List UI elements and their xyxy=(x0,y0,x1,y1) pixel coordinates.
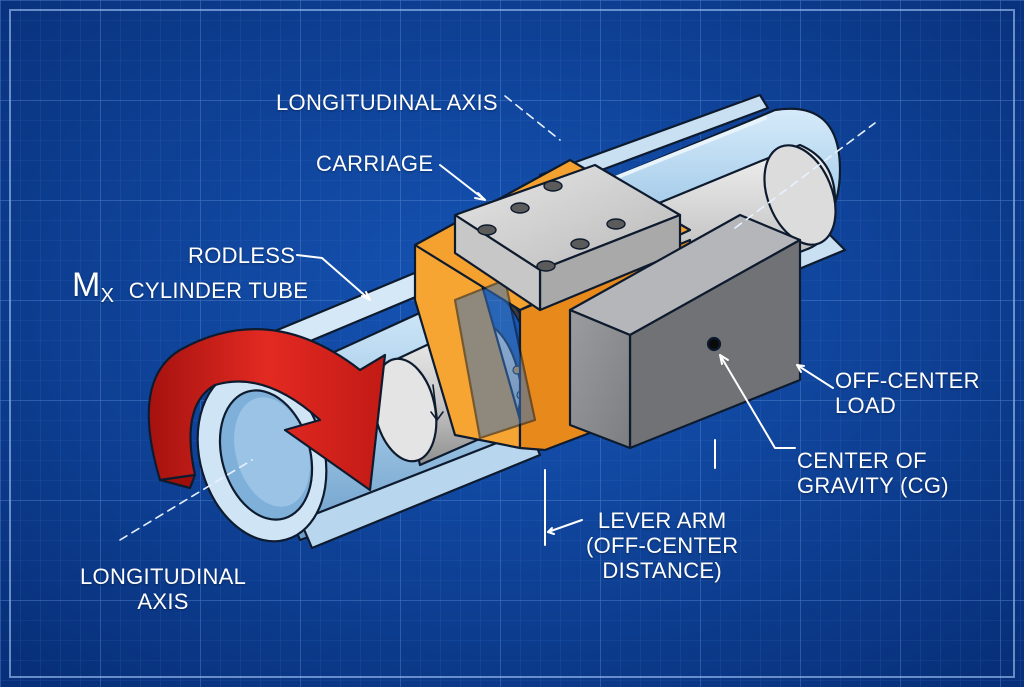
label-moment-cylinder-tube: MX CYLINDER TUBE xyxy=(72,268,308,313)
label-longitudinal-axis-top: LONGITUDINAL AXIS xyxy=(276,90,498,115)
moment-arrow xyxy=(147,328,387,492)
axis-line xyxy=(119,95,876,541)
label-center-of-gravity: CENTER OF GRAVITY (CG) xyxy=(797,448,949,498)
leader-lines xyxy=(296,164,834,546)
label-carriage: CARRIAGE xyxy=(316,151,433,176)
carriage-top-plate xyxy=(453,163,682,312)
label-longitudinal-axis-bottom: LONGITUDINAL AXIS xyxy=(80,564,247,614)
label-text: RODLESS xyxy=(188,243,296,268)
cg-marker xyxy=(706,336,722,352)
off-center-load xyxy=(568,213,802,450)
moment-symbol: MX xyxy=(72,266,115,307)
label-rodless: RODLESS xyxy=(188,243,295,268)
label-lever-arm: LEVER ARM (OFF-CENTER DISTANCE) xyxy=(586,508,739,583)
mounting-holes xyxy=(477,180,626,272)
moment-subscript: X xyxy=(100,285,115,307)
label-off-center-load: OFF-CENTER LOAD xyxy=(835,368,980,418)
border-frame xyxy=(9,9,1015,678)
label-cylinder-tube: CYLINDER TUBE xyxy=(128,278,309,303)
label-text: CARRIAGE xyxy=(316,151,434,176)
label-text: LONGITUDINAL AXIS xyxy=(276,90,498,115)
